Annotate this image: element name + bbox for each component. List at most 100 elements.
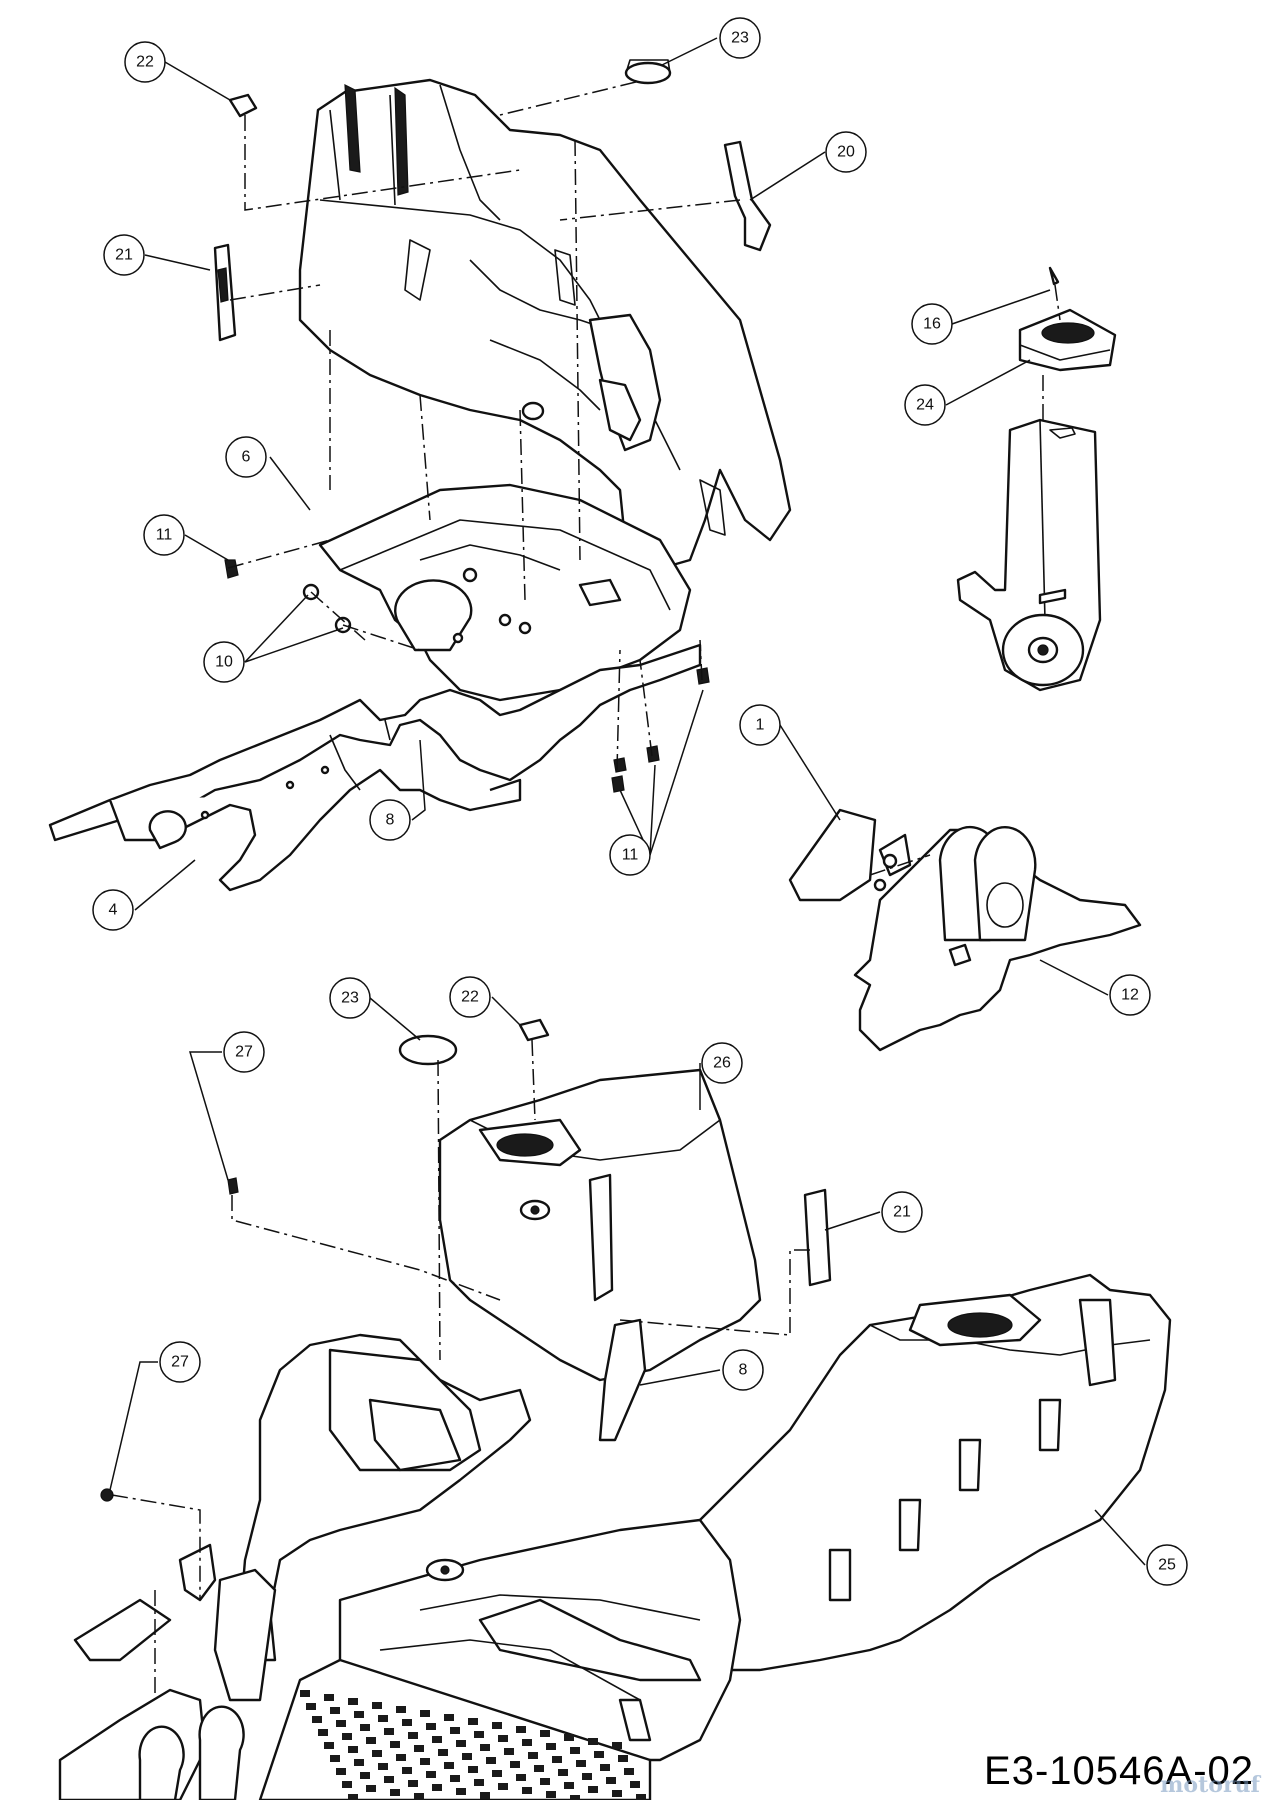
- callout-4: 4: [92, 889, 134, 931]
- grid-hole: [330, 1755, 340, 1762]
- svg-text:8: 8: [739, 1362, 748, 1379]
- grid-hole: [480, 1744, 490, 1751]
- grid-hole: [414, 1793, 424, 1800]
- left-pedal-frame: [58, 1598, 245, 1800]
- grid-hole: [306, 1703, 316, 1710]
- svg-text:22: 22: [136, 54, 154, 71]
- grid-hole: [402, 1719, 412, 1726]
- grid-hole: [570, 1795, 580, 1800]
- grid-hole: [408, 1780, 418, 1787]
- grid-hole: [378, 1763, 388, 1770]
- grid-hole: [492, 1770, 502, 1777]
- grid-hole: [342, 1781, 352, 1788]
- watermark-logo: motoruf: [1160, 1772, 1260, 1798]
- grid-hole: [336, 1720, 346, 1727]
- grid-hole: [588, 1738, 598, 1745]
- grid-hole: [396, 1706, 406, 1713]
- grid-hole: [300, 1690, 310, 1697]
- svg-text:27: 27: [171, 1354, 189, 1371]
- callout-24: 24: [904, 384, 946, 426]
- grid-hole: [348, 1794, 358, 1800]
- steering-column: [956, 266, 1117, 692]
- grid-hole: [618, 1755, 628, 1762]
- frame-bracket: [318, 483, 692, 702]
- grid-hole: [612, 1742, 622, 1749]
- grid-hole: [498, 1783, 508, 1790]
- grid-hole: [468, 1718, 478, 1725]
- callout-11b: 11: [609, 834, 651, 876]
- grid-hole: [324, 1694, 334, 1701]
- grid-hole: [414, 1745, 424, 1752]
- grid-hole: [378, 1715, 388, 1722]
- callout-10: 10: [203, 641, 245, 683]
- grid-hole: [390, 1789, 400, 1796]
- grid-hole: [534, 1765, 544, 1772]
- grid-hole: [546, 1743, 556, 1750]
- callout-8b: 8: [722, 1349, 764, 1391]
- grid-hole: [486, 1757, 496, 1764]
- svg-text:11: 11: [622, 847, 639, 864]
- grid-hole: [612, 1790, 622, 1797]
- grid-hole: [366, 1737, 376, 1744]
- svg-text:10: 10: [215, 654, 233, 671]
- callout-22a: 22: [124, 41, 166, 83]
- svg-text:20: 20: [837, 144, 855, 161]
- pedal-assembly: [788, 808, 1142, 1052]
- grid-hole: [354, 1711, 364, 1718]
- frame-rail: [48, 643, 702, 892]
- grid-hole: [582, 1773, 592, 1780]
- svg-text:21: 21: [893, 1204, 911, 1221]
- grid-hole: [480, 1792, 490, 1799]
- grid-hole: [468, 1766, 478, 1773]
- grid-hole: [528, 1752, 538, 1759]
- assembly-lines: [111, 81, 1061, 1700]
- grid-hole: [372, 1750, 382, 1757]
- grid-hole: [360, 1772, 370, 1779]
- grid-hole: [336, 1768, 346, 1775]
- grid-hole: [498, 1735, 508, 1742]
- callout-27b: 27: [159, 1341, 201, 1383]
- callout-6: 6: [225, 436, 267, 478]
- grid-hole: [384, 1728, 394, 1735]
- bracket-8-lower: [598, 1318, 647, 1442]
- plug-22-lower: [518, 1018, 550, 1042]
- svg-text:12: 12: [1121, 987, 1139, 1004]
- grid-hole: [426, 1771, 436, 1778]
- callout-20: 20: [825, 131, 867, 173]
- grid-hole: [588, 1786, 598, 1793]
- grid-hole: [438, 1749, 448, 1756]
- callout-23b: 23: [329, 977, 371, 1019]
- clip-21-lower: [803, 1188, 832, 1287]
- floor-plate: [258, 1658, 652, 1800]
- svg-text:8: 8: [386, 812, 395, 829]
- grid-hole: [372, 1702, 382, 1709]
- grid-hole: [330, 1707, 340, 1714]
- grid-hole: [522, 1739, 532, 1746]
- grid-hole: [420, 1710, 430, 1717]
- grid-hole: [348, 1746, 358, 1753]
- svg-text:27: 27: [235, 1044, 253, 1061]
- grid-hole: [516, 1726, 526, 1733]
- grid-hole: [444, 1762, 454, 1769]
- grid-hole: [324, 1742, 334, 1749]
- clip-20: [723, 140, 772, 252]
- grid-hole: [474, 1779, 484, 1786]
- svg-text:16: 16: [923, 316, 941, 333]
- grid-hole: [354, 1759, 364, 1766]
- grid-hole: [384, 1776, 394, 1783]
- grid-hole: [600, 1764, 610, 1771]
- svg-text:26: 26: [713, 1055, 731, 1072]
- upper-console-cover: [298, 78, 792, 572]
- svg-text:23: 23: [731, 30, 749, 47]
- grid-hole: [432, 1736, 442, 1743]
- grid-hole: [624, 1768, 634, 1775]
- callout-21a: 21: [103, 234, 145, 276]
- callout-23a: 23: [719, 17, 761, 59]
- svg-text:21: 21: [115, 247, 133, 264]
- grid-hole: [390, 1741, 400, 1748]
- callout-8a: 8: [369, 799, 411, 841]
- grid-hole: [510, 1761, 520, 1768]
- grid-hole: [564, 1782, 574, 1789]
- svg-text:25: 25: [1158, 1557, 1176, 1574]
